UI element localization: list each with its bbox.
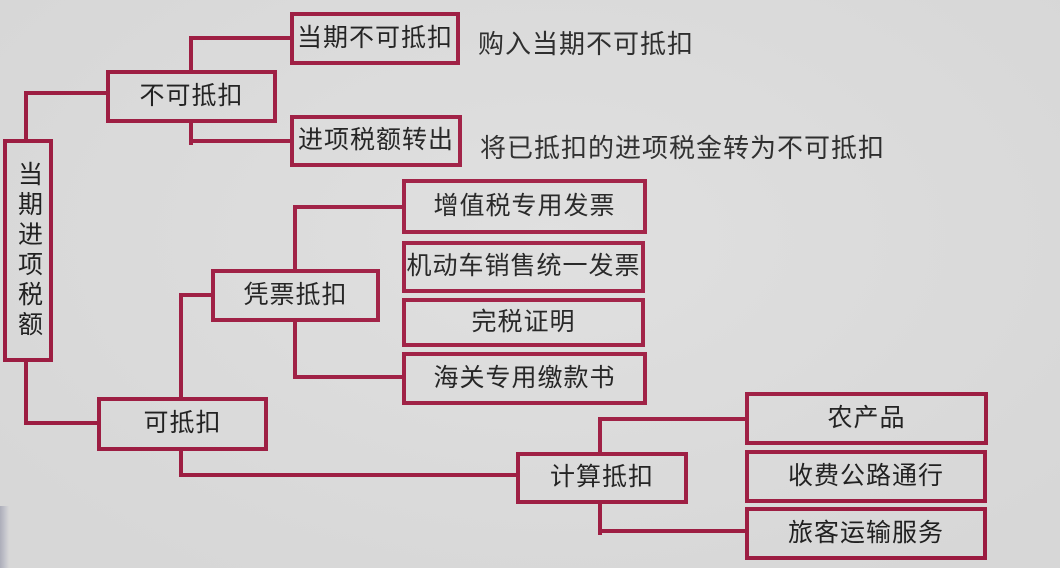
connector-calc-to-passenger-h [598, 529, 747, 533]
node-input-tax-transfer-out: 进项税额转出 [290, 115, 462, 167]
note-transfer-out-explanation: 将已抵扣的进项税金转为不可抵扣 [480, 133, 886, 163]
connector-voucher-to-vatinvoice-h [293, 205, 404, 209]
note-purchase-nondeductible: 购入当期不可抵扣 [478, 29, 695, 59]
connector-calc-to-agri-v [598, 417, 602, 454]
node-nondeductible: 不可抵扣 [106, 70, 277, 123]
connector-voucher-to-vatinvoice-v [293, 205, 297, 271]
node-deductible: 可抵扣 [97, 397, 268, 451]
connector-calc-to-passenger-v [598, 502, 602, 535]
connector-root-to-deductible-h [24, 421, 99, 425]
connector-nondeductible-to-transferout-v [189, 121, 193, 145]
connector-nondeductible-to-current-v [189, 36, 193, 72]
connector-nondeductible-to-current-h [189, 36, 292, 40]
node-passenger-transport-services: 旅客运输服务 [745, 507, 987, 560]
left-edge-shadow [0, 506, 9, 568]
node-agricultural-products: 农产品 [745, 392, 988, 445]
node-motor-vehicle-sales-invoice: 机动车销售统一发票 [402, 241, 645, 293]
node-calculated-deduction: 计算抵扣 [516, 452, 688, 504]
connector-voucher-to-customs-h [293, 375, 404, 379]
connector-deductible-to-calc-v [179, 449, 183, 477]
node-current-period-nondeductible: 当期不可抵扣 [290, 12, 460, 65]
connector-voucher-to-customs-v [293, 319, 297, 379]
connector-root-to-nondeductible-h [24, 91, 106, 95]
connector-deductible-to-voucher-h [179, 293, 213, 297]
connector-deductible-to-voucher-v [179, 293, 183, 399]
connector-deductible-to-calc-h [179, 473, 518, 477]
node-vat-special-invoice: 增值税专用发票 [402, 179, 647, 234]
connector-nondeductible-to-transferout-h [189, 139, 292, 143]
connector-calc-to-agri-h [598, 417, 747, 421]
connector-root-to-deductible-v [24, 360, 28, 425]
node-tax-payment-certificate: 完税证明 [402, 298, 645, 347]
node-voucher-deduction: 凭票抵扣 [211, 269, 380, 322]
node-toll-road-fees: 收费公路通行 [745, 450, 987, 503]
node-current-input-tax: 当期进项税额 [3, 139, 53, 362]
connector-root-to-nondeductible-v [24, 91, 28, 139]
node-customs-payment-receipt: 海关专用缴款书 [402, 352, 647, 405]
